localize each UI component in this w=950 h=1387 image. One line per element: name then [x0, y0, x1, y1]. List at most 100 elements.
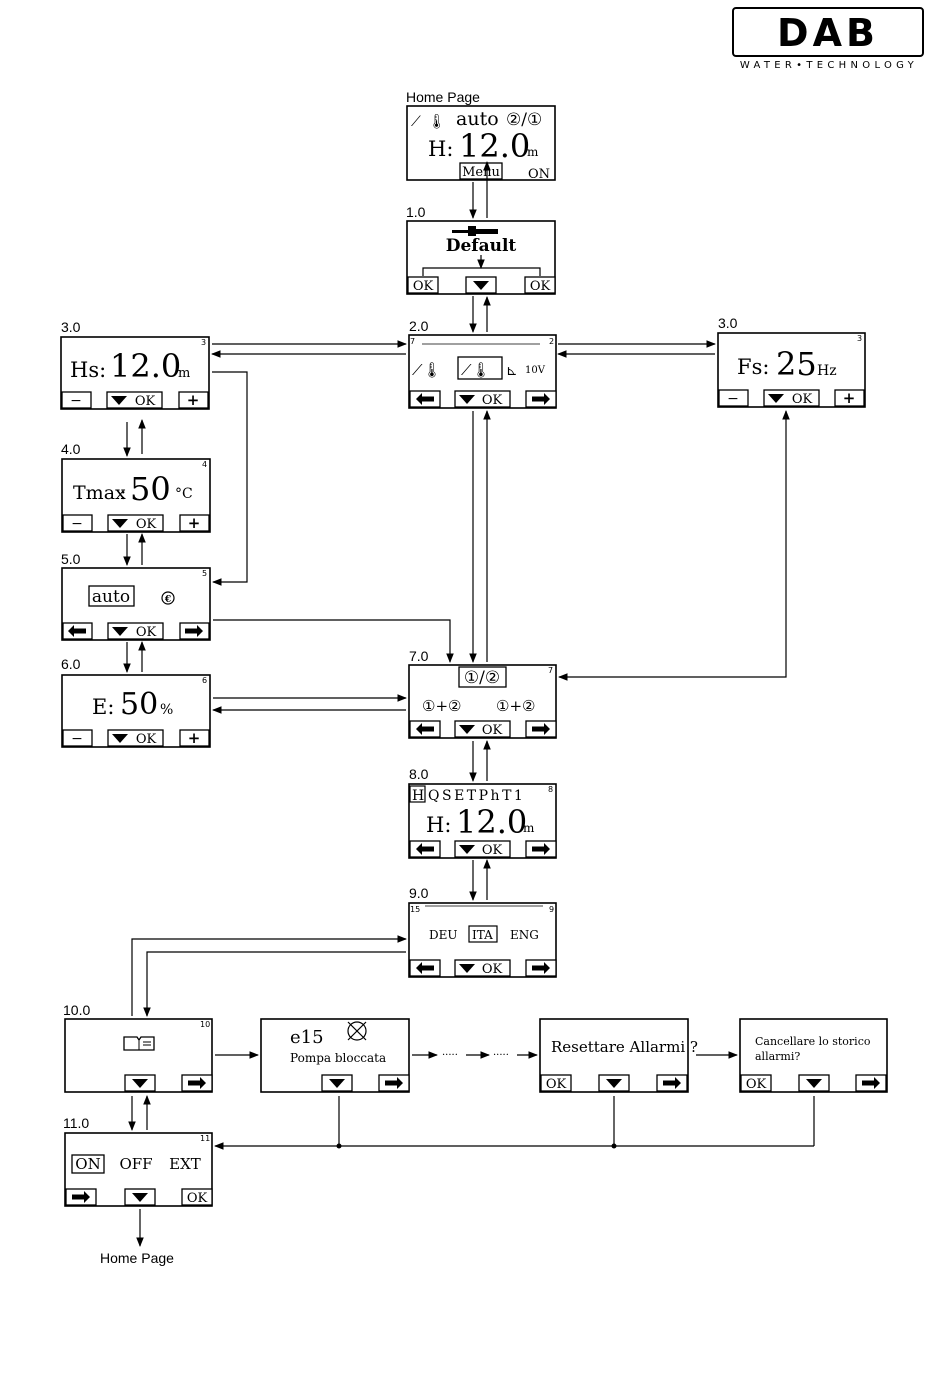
screen-number: 15 — [410, 905, 420, 914]
screen-10-0-alarms[interactable]: 10 — [64, 1018, 213, 1093]
screen-number: 6 — [202, 676, 207, 685]
screen-number: 3 — [857, 334, 862, 343]
screen-4-0-tmax[interactable]: 4 Tmax : 50 °C − OK + — [61, 458, 211, 533]
ext-option[interactable]: EXT — [169, 1155, 201, 1173]
minus-button[interactable] — [62, 729, 93, 747]
ok-label: OK — [746, 1077, 767, 1092]
clear-history-line1: Cancellare lo storico — [755, 1035, 871, 1048]
reset-question: Resettare Allarmi ? — [551, 1038, 698, 1056]
hs-label: Hs: — [70, 358, 106, 382]
ok-button-right[interactable] — [524, 276, 556, 294]
home-screen[interactable]: ⟋ 🌡 auto ②/① H: 12.0 m Menu ON — [406, 105, 556, 182]
h-unit: m — [523, 821, 535, 835]
on-option[interactable]: ON — [75, 1155, 100, 1173]
menu-button-label: Menu — [462, 165, 500, 180]
minus-icon: − — [70, 393, 82, 409]
label-7-0: 7.0 — [409, 648, 429, 664]
ok-button[interactable] — [740, 1074, 772, 1092]
ten-volt-label: 10V — [525, 365, 546, 376]
monitor-tabs[interactable]: QSETPhT1 — [428, 788, 525, 804]
dab-logo: DAB WATER•TECHNOLOGY — [732, 7, 924, 71]
error-code: e15 — [290, 1027, 324, 1048]
ok-label: OK — [482, 393, 503, 408]
blocked-pump-icon — [347, 1021, 367, 1041]
language-deu[interactable]: DEU — [429, 928, 458, 942]
screen-number: 4 — [202, 460, 207, 469]
plus-button[interactable] — [179, 514, 210, 532]
curve-icon: ⟋ — [411, 114, 421, 130]
ok-label: OK — [136, 517, 157, 532]
screen-number: 10 — [200, 1020, 210, 1029]
plus-button[interactable] — [178, 391, 209, 409]
tab-h[interactable]: H — [412, 788, 424, 804]
minus-button[interactable] — [718, 389, 749, 407]
home-mode: auto — [456, 108, 499, 130]
thermometer-icon: 🌡 — [428, 114, 446, 130]
screen-clear-history[interactable]: Cancellare lo storico allarmi? OK — [739, 1018, 888, 1093]
screen-7-0-pumps[interactable]: 7 ①/② ①+② ①+② OK — [408, 664, 557, 739]
label-4-0: 4.0 — [61, 441, 81, 457]
plus-button[interactable] — [179, 729, 210, 747]
screen-number: 8 — [548, 785, 553, 794]
screen-3-0-fs[interactable]: 3 Fs: 25 Hz − OK + — [717, 332, 866, 408]
label-11-0: 11.0 — [63, 1115, 89, 1131]
ok-label: OK — [482, 962, 503, 977]
screen-number: 2 — [549, 337, 554, 346]
tmax-label: Tmax — [73, 482, 126, 504]
clear-history-line2: allarmi? — [755, 1050, 800, 1063]
fs-unit: Hz — [817, 363, 837, 379]
minus-button[interactable] — [62, 514, 93, 532]
screen-8-0-monitor[interactable]: 8 H QSETPhT1 H: 12.0 m OK — [408, 783, 557, 859]
ellipsis: ····· — [442, 1050, 458, 1061]
screen-5-0-auto[interactable]: 5 auto € OK — [61, 567, 211, 641]
error-message: Pompa bloccata — [290, 1051, 386, 1065]
on-selected-box — [71, 1154, 105, 1174]
screen-1-0-default[interactable]: Default OK OK — [406, 220, 556, 295]
screen-number: 3 — [201, 338, 206, 347]
auto-selected-box — [88, 585, 135, 607]
label-2-0: 2.0 — [409, 318, 429, 334]
label-1-0: 1.0 — [406, 204, 426, 220]
label-10-0: 10.0 — [63, 1002, 90, 1018]
language-selected-box — [468, 925, 498, 943]
ok-label: OK — [187, 1191, 208, 1206]
screen-number: 7 — [548, 666, 553, 675]
language-eng[interactable]: ENG — [510, 928, 539, 942]
screen-11-0-onoff[interactable]: 11 ON OFF EXT OK — [64, 1132, 213, 1207]
home-h-value: 12.0 — [459, 127, 530, 165]
pump-combo-right: ①+② — [496, 697, 535, 715]
ok-label: OK — [530, 279, 551, 294]
screen-6-0-e[interactable]: 6 E: 50 % − OK + — [61, 674, 211, 748]
screen-2-0[interactable]: 7 2 ⟋🌡 ⟋🌡 ⊾ 10V OK — [408, 334, 557, 409]
tmax-unit: °C — [175, 486, 193, 502]
menu-button[interactable] — [459, 162, 503, 180]
ok-button[interactable] — [540, 1074, 572, 1092]
screen-number: 11 — [200, 1134, 210, 1143]
minus-button[interactable] — [61, 391, 92, 409]
book-icon — [123, 1036, 155, 1051]
label-3-0-right: 3.0 — [718, 315, 738, 331]
e-label: E: — [92, 695, 114, 719]
screen-9-0-language[interactable]: 15 9 DEU ITA ENG OK — [408, 902, 557, 978]
hs-unit: m — [178, 366, 190, 381]
home-h-unit: m — [527, 145, 539, 159]
screen-3-0-hs[interactable]: 3 Hs: 12.0 m − OK + — [60, 336, 210, 410]
fs-value: 25 — [776, 345, 817, 383]
signal-icon: ⊾ — [506, 363, 518, 379]
h-prefix: H: — [426, 813, 451, 837]
economy-icon — [161, 591, 175, 605]
language-ita[interactable]: ITA — [472, 928, 493, 942]
plus-icon: + — [188, 514, 201, 532]
plus-button[interactable] — [834, 389, 865, 407]
off-option[interactable]: OFF — [119, 1155, 152, 1173]
screen-error-e15[interactable]: e15 Pompa bloccata — [260, 1018, 410, 1093]
wrench-icon — [452, 226, 498, 236]
screen-number: 7 — [410, 337, 415, 346]
ok-button-left[interactable] — [407, 276, 439, 294]
screen-reset-alarms[interactable]: Resettare Allarmi ? OK — [539, 1018, 698, 1093]
ok-button[interactable] — [181, 1188, 213, 1206]
tmax-value: 50 — [130, 470, 171, 508]
screen-number: 9 — [549, 905, 554, 914]
ok-label: OK — [482, 723, 503, 738]
